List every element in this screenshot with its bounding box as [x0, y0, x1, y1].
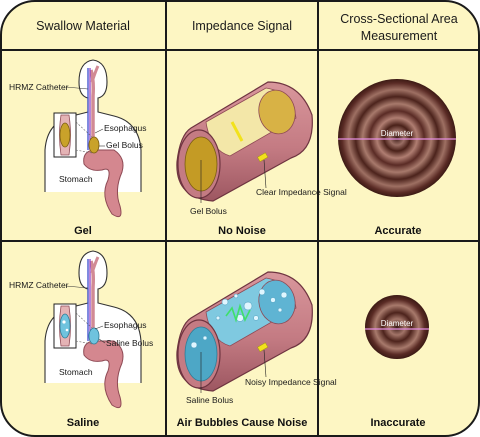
- header-swallow-material: Swallow Material: [36, 19, 130, 33]
- area-caption-saline: Inaccurate: [370, 417, 425, 429]
- tube-illustration-gel: [176, 81, 313, 203]
- diameter-label-saline: Diameter: [381, 319, 414, 328]
- signal-label-gel: Clear Impedance Signal: [256, 187, 347, 197]
- header-measurement: Measurement: [361, 29, 438, 43]
- header-cross-sectional-area: Cross-Sectional Area: [340, 12, 457, 26]
- header-impedance-signal: Impedance Signal: [192, 19, 292, 33]
- area-rings-gel: [338, 79, 456, 197]
- catheter-label-saline: HRMZ Catheter: [9, 280, 69, 290]
- esophagus-label-gel: Esophagus: [104, 123, 147, 133]
- area-rings-saline: [365, 295, 429, 359]
- body-illustration-saline: [44, 250, 142, 409]
- signal-caption-saline: Air Bubbles Cause Noise: [177, 417, 308, 429]
- bolus-label-saline: Saline Bolus: [106, 338, 153, 348]
- signal-label-saline: Noisy Impedance Signal: [245, 377, 337, 387]
- catheter-label-gel: HRMZ Catheter: [9, 82, 69, 92]
- esophagus-label-saline: Esophagus: [104, 320, 147, 330]
- area-caption-gel: Accurate: [374, 225, 421, 237]
- stomach-label-saline: Stomach: [59, 367, 93, 377]
- material-caption-saline: Saline: [67, 417, 99, 429]
- body-illustration-gel: [44, 59, 142, 218]
- tube-bolus-label-saline: Saline Bolus: [186, 395, 233, 405]
- stomach-label-gel: Stomach: [59, 174, 93, 184]
- bolus-label-gel: Gel Bolus: [106, 140, 143, 150]
- material-caption-gel: Gel: [74, 225, 92, 237]
- signal-caption-gel: No Noise: [218, 225, 266, 237]
- diameter-label-gel: Diameter: [381, 129, 414, 138]
- tube-illustration-saline: [176, 271, 313, 393]
- tube-bolus-label-gel: Gel Bolus: [190, 206, 227, 216]
